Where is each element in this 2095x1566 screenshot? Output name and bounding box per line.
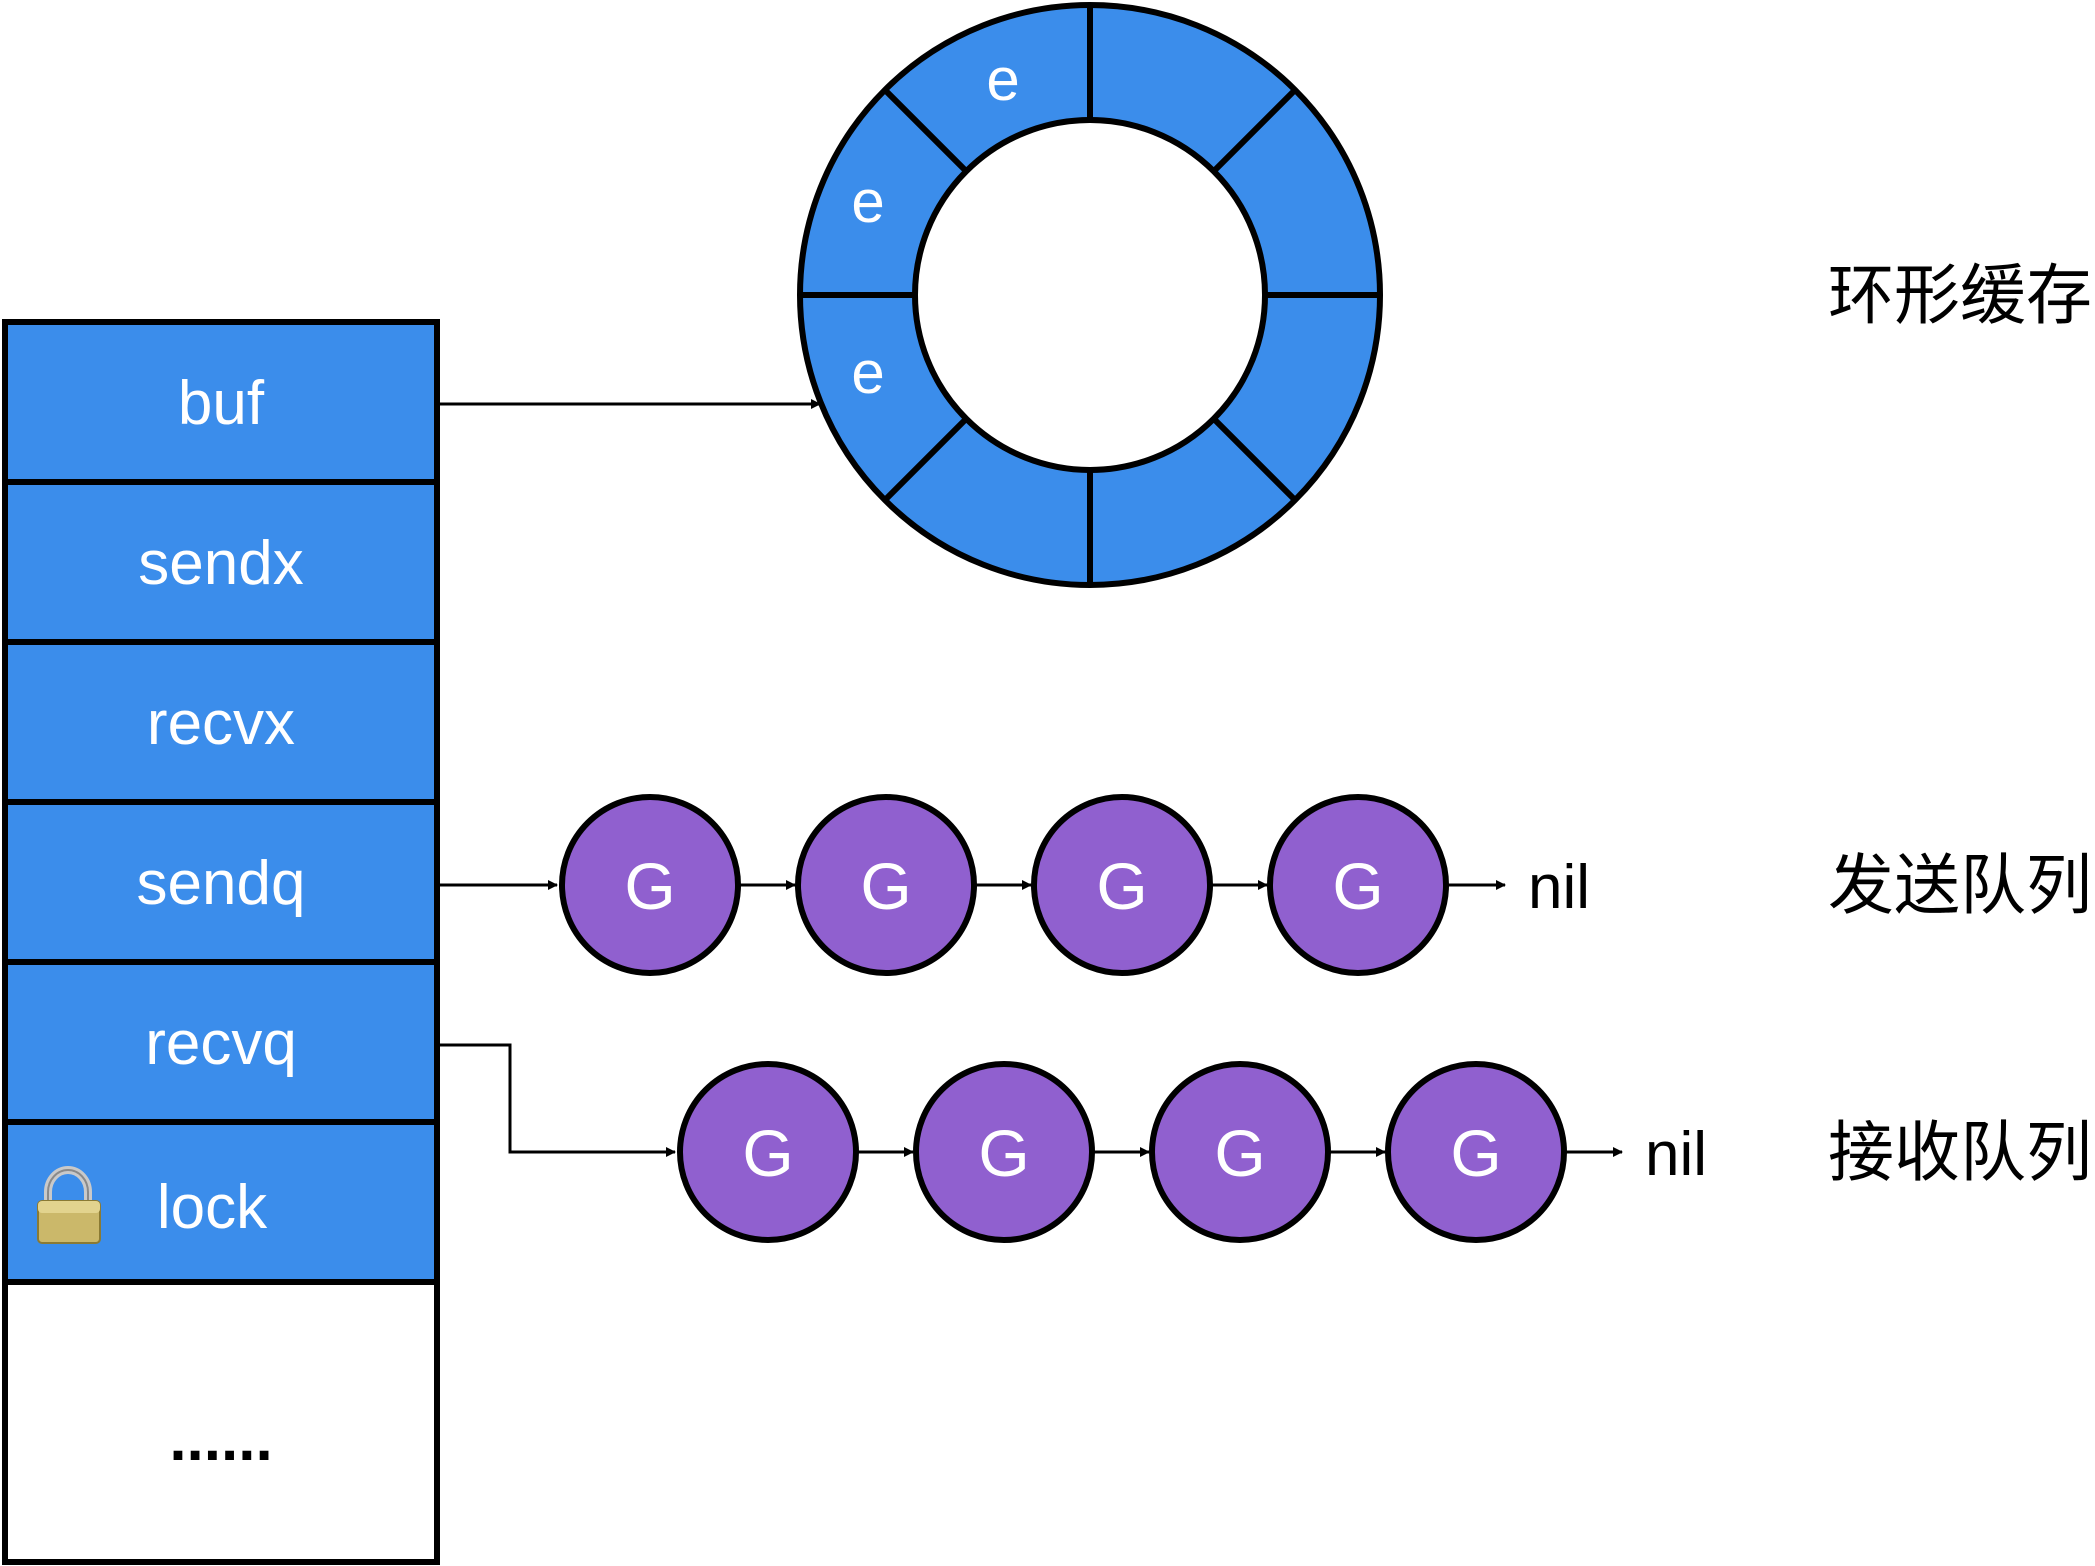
field-sendq: [2, 799, 440, 965]
field-buf: [2, 319, 440, 485]
send-node-label-3: G: [1096, 849, 1147, 923]
ellipsis-text: ......: [169, 1405, 272, 1474]
recv-node-label-3: G: [1214, 1116, 1265, 1190]
recv-node-label-4: G: [1450, 1116, 1501, 1190]
send-node-label-2: G: [860, 849, 911, 923]
field-label-sendx: sendx: [138, 529, 303, 598]
ring-inner: [912, 117, 1268, 473]
ring-slot-e-2: e: [851, 168, 884, 235]
ring-buffer: e e e: [797, 2, 1383, 588]
send-queue: G G G G nil: [440, 794, 1590, 976]
recvq-arrow: [440, 1043, 676, 1157]
field-sendx: [2, 479, 440, 645]
field-label-buf: buf: [178, 369, 265, 438]
send-node-label-1: G: [624, 849, 675, 923]
field-label-recvq: recvq: [145, 1009, 297, 1078]
field-label-lock: lock: [157, 1173, 268, 1242]
field-lock: [2, 1119, 440, 1285]
send-node-label-4: G: [1332, 849, 1383, 923]
recv-nil-label: nil: [1645, 1120, 1707, 1189]
send-queue-label: 发送队列: [1828, 847, 2092, 924]
ring-buffer-label: 环形缓存: [1828, 257, 2092, 334]
field-more: [2, 1279, 440, 1565]
recv-node-label-2: G: [978, 1116, 1029, 1190]
field-label-recvx: recvx: [147, 689, 295, 758]
recv-node-label-1: G: [742, 1116, 793, 1190]
ring-dividers: [800, 5, 1380, 585]
send-nil-label: nil: [1528, 853, 1590, 922]
field-label-sendq: sendq: [137, 849, 306, 918]
ring-slot-e-3: e: [851, 339, 884, 406]
recv-queue: G G G G nil: [440, 1043, 1707, 1243]
recv-queue-label: 接收队列: [1828, 1114, 2092, 1191]
padlock-icon: [37, 1166, 101, 1244]
ring-slot-e-1: e: [986, 46, 1019, 113]
hchan-struct: buf sendx recvx sendq recvq lock ......: [2, 319, 440, 1565]
